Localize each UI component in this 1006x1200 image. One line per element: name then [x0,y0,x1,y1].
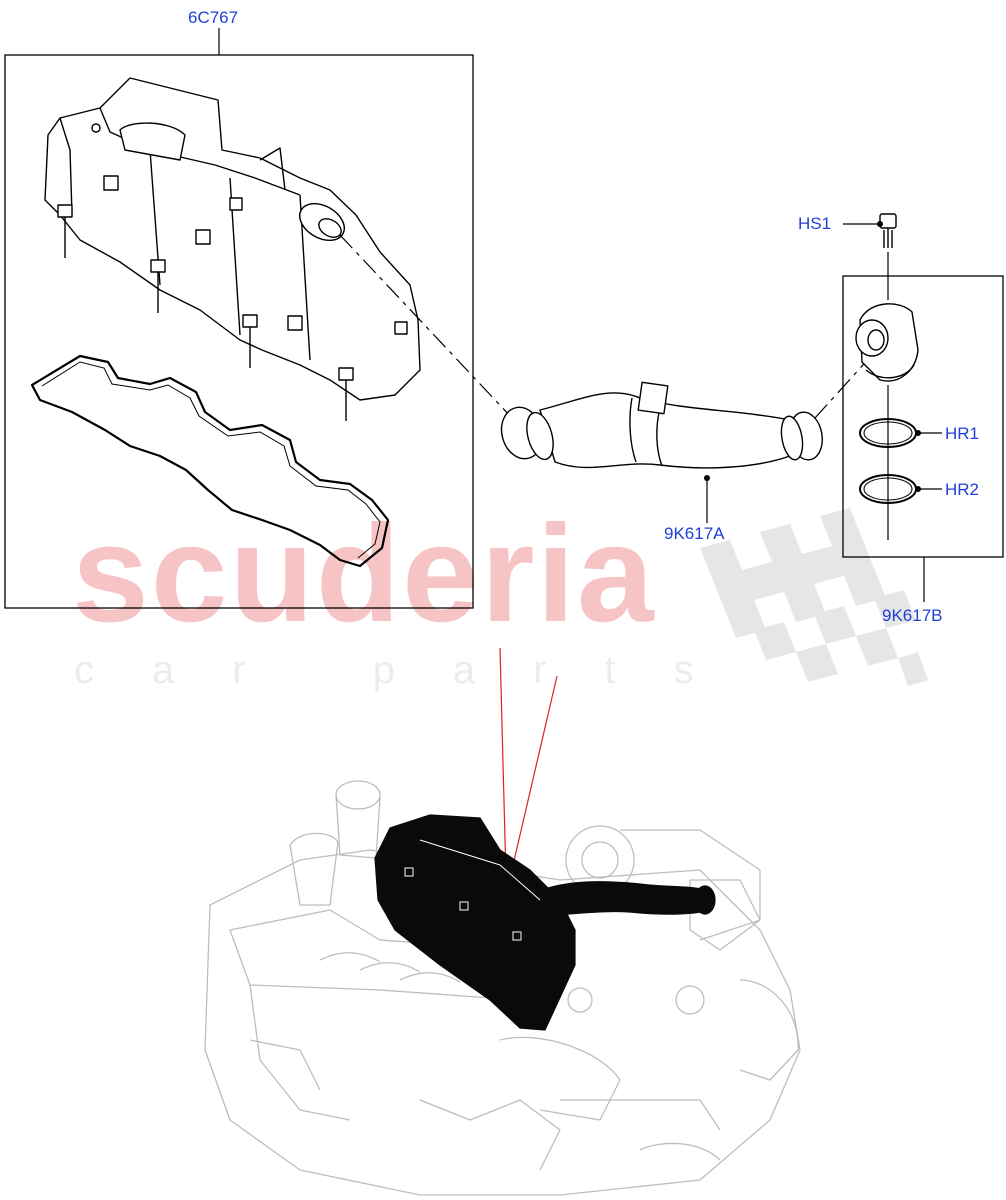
hose-kit-box [842,275,1004,558]
gasket-drawing [30,354,390,568]
callout-hose[interactable]: 9K617A [664,524,725,543]
cam-cover-box [4,54,474,609]
watermark-brand: scuderia [72,497,656,651]
bolt-drawing [879,213,897,248]
location-leaders [499,647,558,879]
callout-hose-kit[interactable]: 9K617B [882,606,943,625]
watermark-flag [700,508,928,686]
hose-drawing [500,381,823,469]
callout-bolt[interactable]: HS1 [798,214,832,233]
highlighted-parts [374,814,716,1031]
connection-line-cover [339,234,513,419]
watermark-tagline: car parts [74,648,752,692]
callout-ring-lower[interactable]: HR2 [945,480,980,499]
callout-cam-cover[interactable]: 6C767 [188,8,239,27]
cam-cover-drawing [44,77,421,421]
elbow-drawing [855,303,919,382]
callout-ring-upper[interactable]: HR1 [945,424,980,443]
